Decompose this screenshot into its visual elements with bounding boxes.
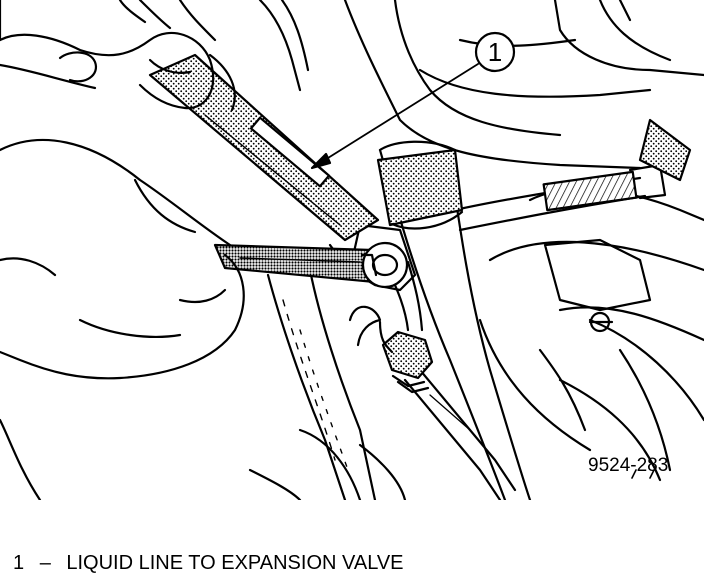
service-illustration: 1 9524-283 — [0, 0, 704, 500]
heater-hose — [266, 268, 377, 500]
liquid-line — [383, 260, 517, 500]
legend-separator: – — [39, 552, 51, 574]
callout-arrowhead — [310, 152, 332, 170]
suction-hose — [376, 140, 532, 500]
callout-legend: 1 – LIQUID LINE TO EXPANSION VALVE — [13, 552, 404, 575]
upper-wrench — [148, 53, 382, 266]
tube-fitting-nut — [348, 305, 434, 394]
upper-refrigerant-line — [453, 118, 692, 232]
figure-code-marks — [631, 469, 655, 479]
engine-bay-background — [0, 0, 704, 500]
legend-item-1-label: LIQUID LINE TO EXPANSION VALVE — [66, 552, 404, 574]
callout-1: 1 — [474, 31, 516, 73]
upper-hand — [0, 0, 236, 112]
lower-hand — [0, 138, 245, 380]
legend-item-1-number: 1 — [13, 552, 25, 574]
callout-1-number: 1 — [488, 37, 502, 67]
figure-code: 9524-283 — [588, 455, 668, 476]
callout-leader-line — [311, 63, 479, 169]
lower-wrench — [213, 241, 409, 289]
mounting-bracket — [543, 238, 652, 333]
